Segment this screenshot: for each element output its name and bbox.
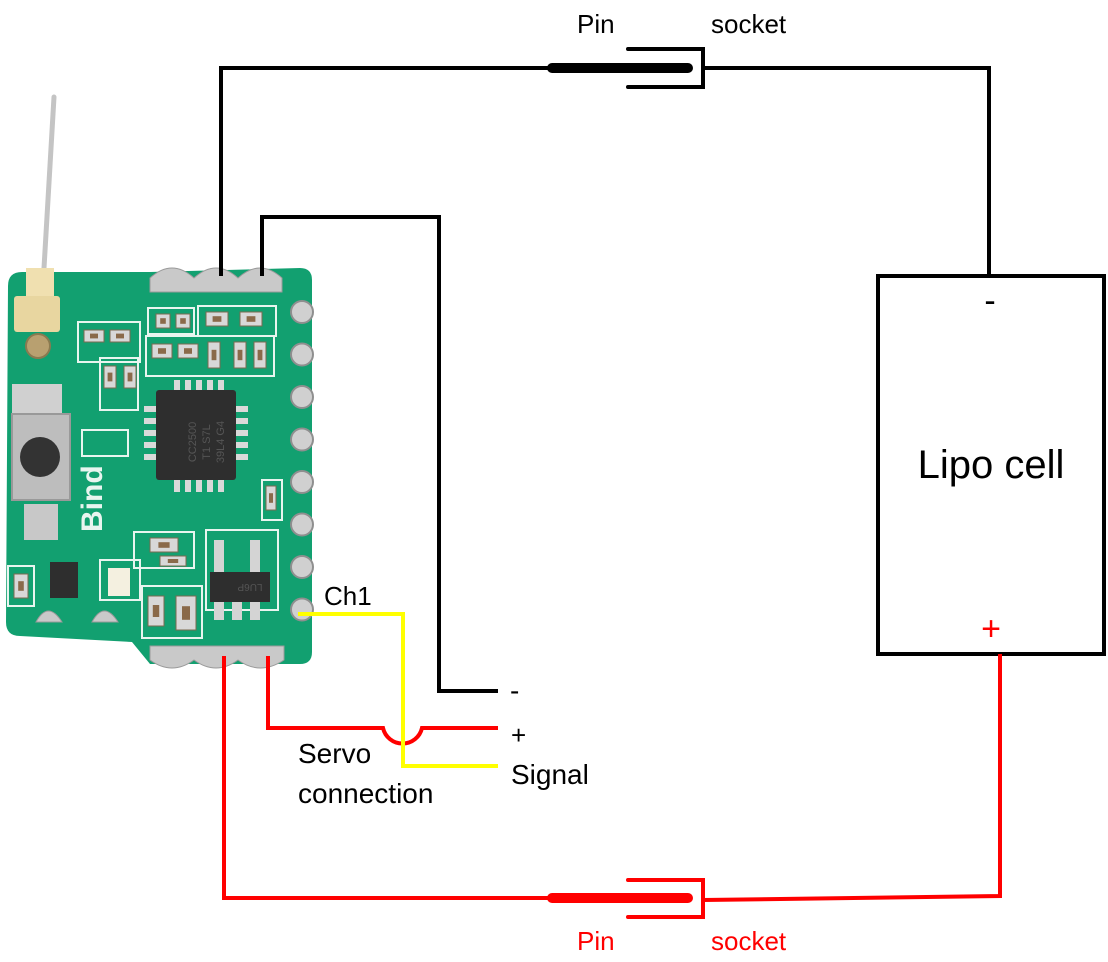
smd-component-body <box>167 559 179 563</box>
regulator-marking: LU6P <box>237 581 262 592</box>
regulator-chip: LU6P <box>210 540 270 620</box>
smd-component-body <box>152 605 160 617</box>
chip-marking-line3: 39L4 G4 <box>215 421 227 463</box>
chip-pin <box>174 480 180 492</box>
chip-pin <box>185 380 191 392</box>
smd-component-body <box>90 333 98 339</box>
antenna-wire <box>41 94 57 271</box>
smd-component-body <box>127 372 133 382</box>
bottom-socket-label: socket <box>711 926 787 956</box>
smd-component-body <box>246 316 256 322</box>
smd-component-body <box>158 542 170 548</box>
side-pad <box>290 470 314 494</box>
chip-pin <box>236 430 248 436</box>
servo-negative-wire <box>260 215 498 693</box>
bind-button[interactable] <box>11 384 71 540</box>
side-pad <box>290 512 314 537</box>
smd-component-body <box>237 349 243 361</box>
smd-component-body <box>160 318 166 324</box>
smd-component-body <box>116 333 124 339</box>
battery-body <box>876 274 1106 656</box>
receiver-board: Bind CC2500 T1 S7L 39L4 G4 LU6P <box>6 94 314 669</box>
negative-wire-to-battery <box>703 66 991 276</box>
chip-pin <box>218 480 224 492</box>
chip-pin <box>185 480 191 492</box>
smd-component-body <box>180 318 186 324</box>
side-pad <box>290 597 314 622</box>
servo-minus-label: - <box>510 675 519 706</box>
top-pin-socket-connector <box>547 47 705 89</box>
chip-pin <box>144 454 156 460</box>
top-castellated-pads <box>149 267 283 293</box>
chip-marking-line2: T1 S7L <box>201 424 213 459</box>
ch1-label: Ch1 <box>324 581 372 611</box>
servo-title-line2: connection <box>298 778 433 809</box>
side-pad <box>290 342 314 367</box>
smd-component-body <box>211 349 217 361</box>
smd-component-body <box>184 348 192 354</box>
chip-pin <box>236 442 248 448</box>
servo-positive-wire <box>266 656 498 746</box>
bind-silkscreen-label: Bind <box>76 465 109 532</box>
chip-pin <box>174 380 180 392</box>
smd-component-body <box>269 493 273 503</box>
battery-negative-symbol: - <box>984 282 995 320</box>
smd-component-body <box>182 606 190 620</box>
chip-pin <box>144 406 156 412</box>
servo-title-line1: Servo <box>298 738 371 769</box>
chip-pin <box>144 442 156 448</box>
side-pad <box>290 555 314 579</box>
chip-marking-line1: CC2500 <box>187 422 199 462</box>
smd-component-body <box>18 581 24 591</box>
positive-wire-to-board <box>222 656 552 900</box>
chip-pin <box>218 380 224 392</box>
chip-pin <box>236 418 248 424</box>
transistor <box>50 562 78 598</box>
chip-pin <box>207 480 213 492</box>
chip-pin <box>236 454 248 460</box>
chip-pin <box>207 380 213 392</box>
side-pad <box>290 427 314 452</box>
side-pad <box>290 300 314 324</box>
status-led <box>108 568 130 596</box>
battery-positive-symbol: + <box>981 610 1001 648</box>
antenna-connector <box>14 268 60 359</box>
negative-wire-to-pin <box>219 66 552 276</box>
chip-pin <box>196 480 202 492</box>
chip-pin <box>144 430 156 436</box>
right-side-pads <box>290 300 314 622</box>
smd-component-body <box>212 316 222 322</box>
smd-component-body <box>158 348 166 354</box>
bottom-socket <box>626 878 705 919</box>
smd-component-body <box>107 372 113 382</box>
servo-signal-wire <box>298 612 498 768</box>
bottom-pin-socket-connector <box>547 878 705 919</box>
bottom-pin-label: Pin <box>577 926 615 956</box>
smd-components <box>13 311 277 631</box>
side-pad <box>290 385 314 409</box>
servo-signal-label: Signal <box>511 759 589 790</box>
smd-component-body <box>257 349 263 361</box>
chip-pin <box>236 406 248 412</box>
rf-chip: CC2500 T1 S7L 39L4 G4 <box>144 380 248 492</box>
lipo-battery <box>876 274 1106 656</box>
servo-plus-label: + <box>511 720 526 750</box>
battery-label: Lipo cell <box>918 443 1065 487</box>
chip-pin <box>196 380 202 392</box>
bottom-castellated-pads <box>35 610 285 669</box>
positive-wire-from-battery <box>702 654 1002 902</box>
top-socket-label: socket <box>711 9 787 39</box>
top-pin-label: Pin <box>577 9 615 39</box>
chip-pin <box>144 418 156 424</box>
